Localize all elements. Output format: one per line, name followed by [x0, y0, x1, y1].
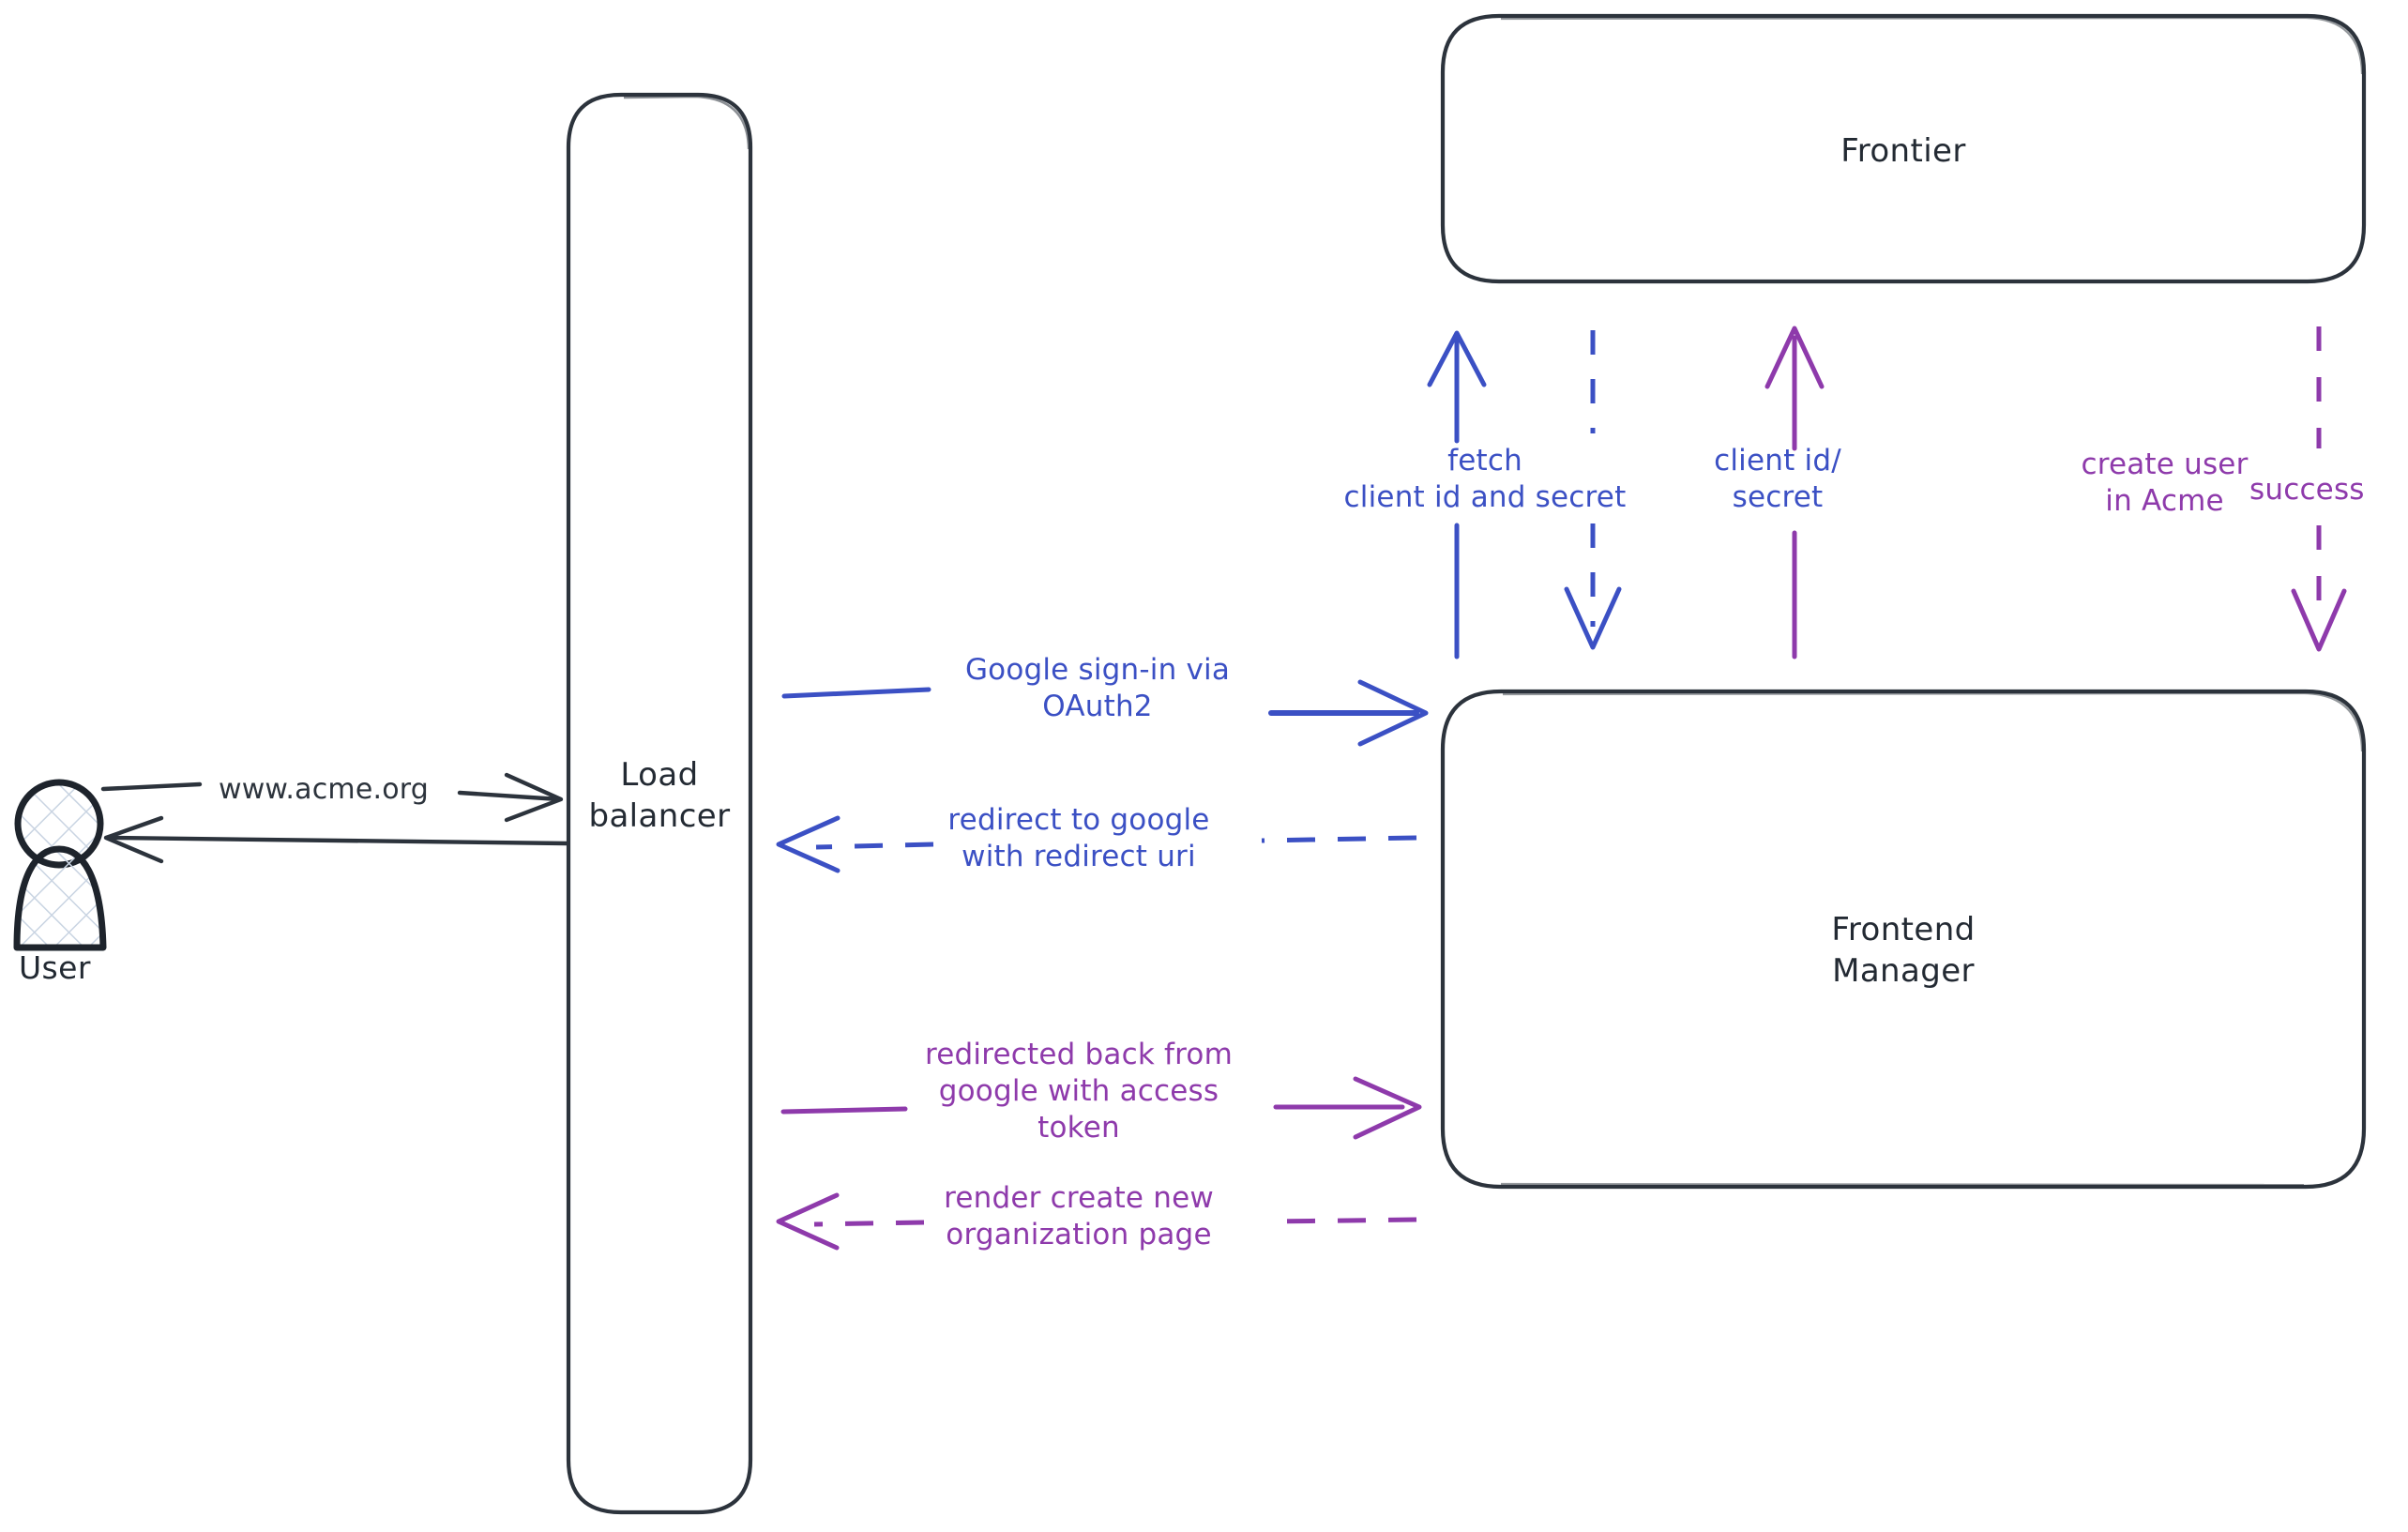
frontend-manager-box[interactable]: [1440, 689, 2367, 1190]
arrowhead-left-icon: [776, 1192, 840, 1251]
edge-label-redirected-back-with-access-token: redirected back from google with access …: [924, 1038, 1234, 1145]
edge-label-redirect-to-google: redirect to google with redirect uri: [947, 803, 1210, 874]
edge-label-success: success: [2249, 473, 2365, 507]
edge-label-google-signin-via-oauth2: Google sign-in via OAuth2: [964, 653, 1231, 724]
arrowhead-right-icon: [1357, 679, 1429, 747]
arrowhead-up-icon: [1427, 330, 1487, 387]
edge-label-create-user-in-acme: create user in Acme: [2081, 447, 2249, 519]
user-body-icon: [13, 845, 107, 951]
arrowhead-down-icon: [1564, 586, 1622, 650]
edge-redirect-to-google: [776, 815, 1417, 873]
edge-success: [2291, 326, 2347, 652]
frontier-box[interactable]: [1440, 13, 2367, 284]
edge-user-to-load-balancer: [100, 772, 564, 823]
edge-label-fetch-client-id-and-secret: fetch client id and secret: [1343, 444, 1627, 515]
arrowhead-left-icon: [103, 815, 164, 864]
edge-label-render-create-new-organization-page: render create new organization page: [944, 1181, 1214, 1252]
edge-label-client-id-secret: client id/ secret: [1714, 444, 1841, 515]
edge-create-user-in-acme: [1764, 326, 1825, 660]
edge-redirected-back-with-access-token: [780, 1076, 1422, 1140]
arrowhead-left-icon: [776, 815, 841, 873]
arrowhead-right-icon: [1353, 1076, 1422, 1140]
edge-label-www-acme-org: www.acme.org: [218, 773, 430, 806]
arrowhead-up-icon: [1764, 326, 1825, 389]
load-balancer-box[interactable]: [566, 92, 753, 1515]
edge-load-balancer-to-user: [103, 815, 569, 864]
edge-render-create-new-organization-page: [776, 1192, 1417, 1251]
arrowhead-down-icon: [2291, 588, 2347, 652]
arrowhead-right-icon: [504, 772, 564, 823]
user-actor[interactable]: [13, 779, 107, 951]
edge-google-signin-via-oauth2: [781, 679, 1429, 747]
edge-fetch-client-id-and-secret: [1427, 330, 1487, 660]
edge-client-id-secret: [1564, 330, 1622, 650]
user-label: User: [19, 949, 91, 986]
